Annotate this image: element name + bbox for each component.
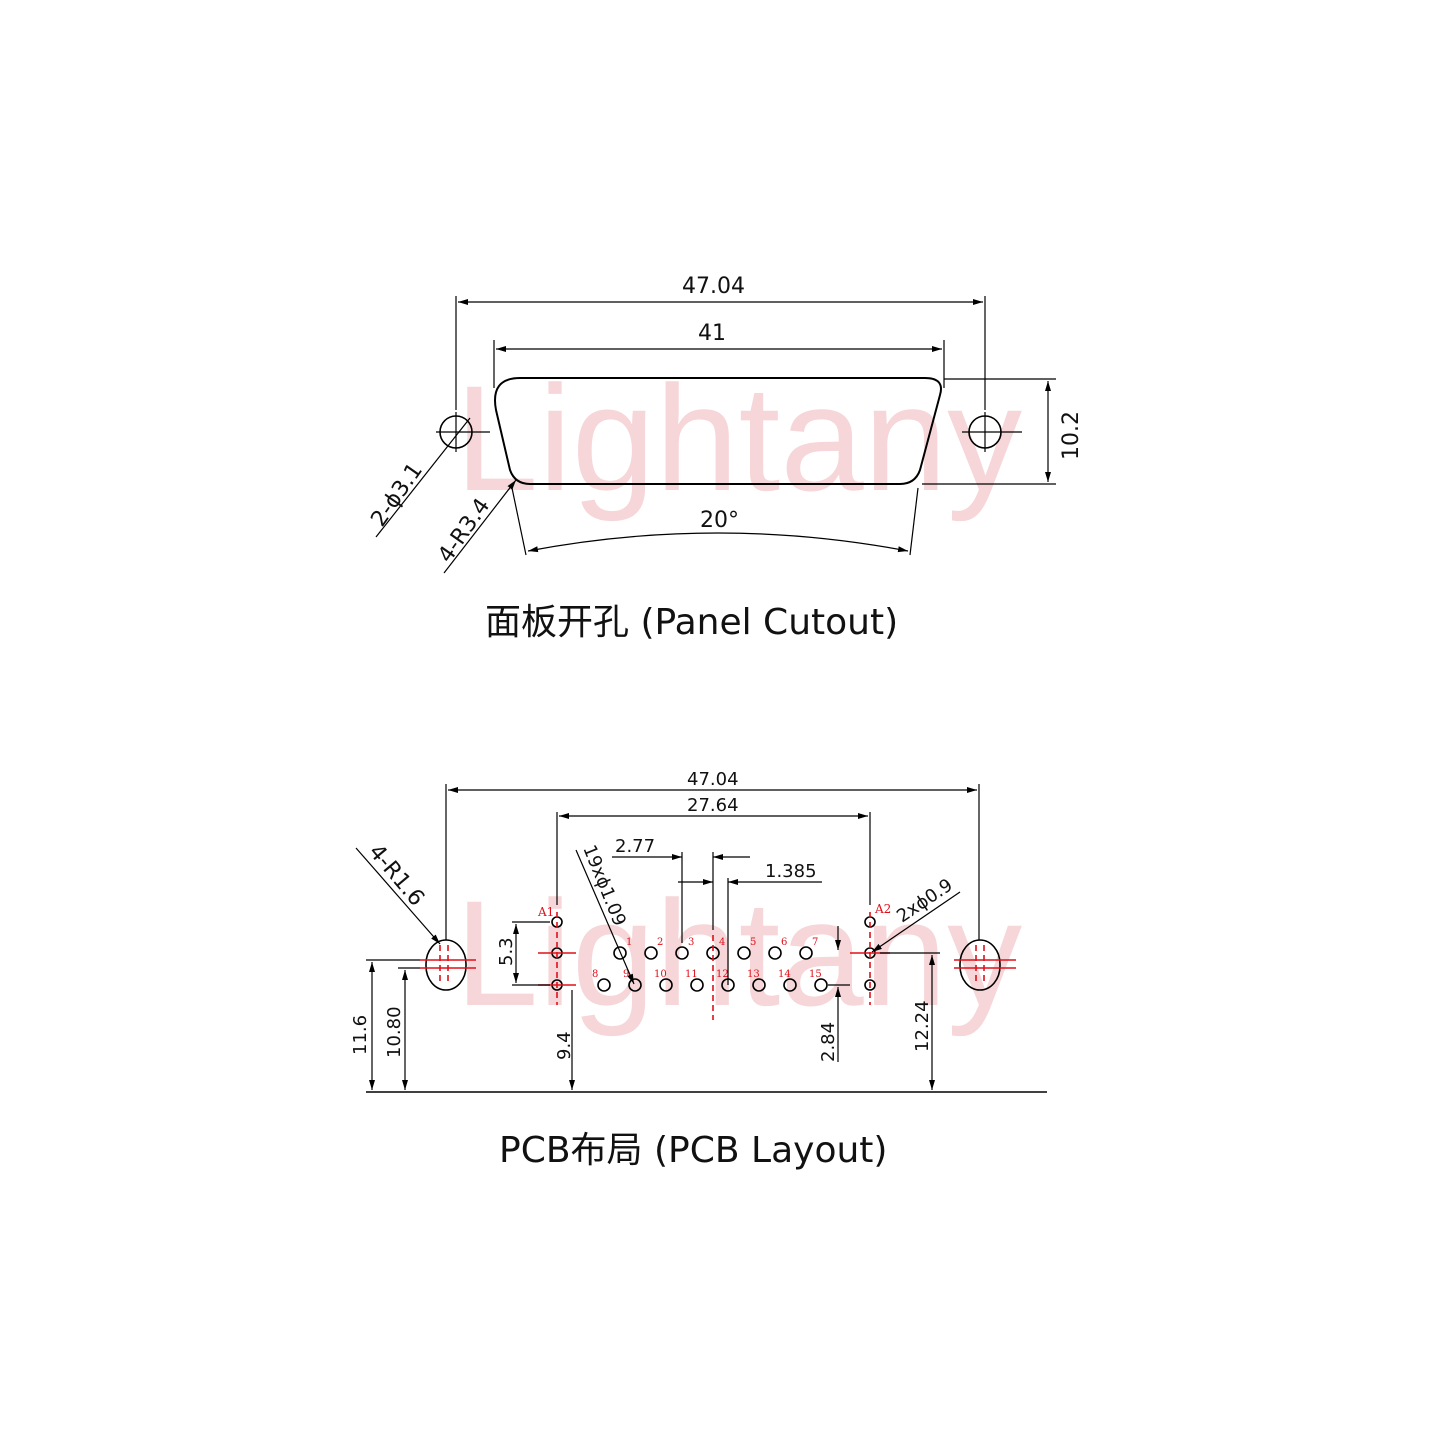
pin-label-9: 9: [623, 969, 629, 980]
pin-label-15: 15: [809, 969, 822, 980]
pcb-dim-h-9-4: 9.4: [554, 1031, 575, 1060]
pin-hole-7: [799, 946, 813, 960]
pin-label-1: 1: [626, 937, 632, 948]
pin-hole-3: [675, 946, 689, 960]
caption-pcb-layout: PCB布局 (PCB Layout): [499, 1130, 887, 1171]
pin-hole-10: [659, 978, 673, 992]
pin-hole-14: [783, 978, 797, 992]
dim-inner-width: 41: [698, 321, 726, 346]
dim-height: 10.2: [1059, 411, 1084, 460]
dim-angle-arc: [527, 532, 909, 553]
pin-hole-6: [768, 946, 782, 960]
dim-hole-diameter: 2-ϕ3.1: [366, 459, 427, 532]
pcb-dim-overall: 47.04: [687, 769, 739, 790]
pin-label-3: 3: [688, 937, 694, 948]
pcb-dim-half-pitch: 1.385: [765, 861, 817, 882]
pin-hole-13: [752, 978, 766, 992]
pin-label-7: 7: [812, 937, 818, 948]
pin-hole-9: [628, 978, 642, 992]
cutout-outline: [494, 377, 942, 485]
pcb-dim-h-12-24: 12.24: [912, 1000, 933, 1052]
pin-hole-2: [644, 946, 658, 960]
pin-label-14: 14: [778, 969, 791, 980]
pin-label-8: 8: [592, 969, 598, 980]
dim-angle: 20°: [700, 508, 739, 533]
pin-label-6: 6: [781, 937, 787, 948]
ref-a2: A2: [874, 902, 891, 916]
pcb-dim-h-2-84: 2.84: [818, 1022, 839, 1062]
pin-hole-1: [613, 946, 627, 960]
pcb-dim-corner-radius: 4-R1.6: [363, 840, 429, 911]
pcb-dim-pitch: 2.77: [615, 836, 655, 857]
pin-label-10: 10: [654, 969, 667, 980]
pcb-dim-h-10-80: 10.80: [384, 1006, 405, 1058]
caption-panel-cutout: 面板开孔 (Panel Cutout): [485, 602, 898, 643]
pcb-dim-inner: 27.64: [687, 795, 739, 816]
pin-label-11: 11: [685, 969, 698, 980]
dim-overall-width: 47.04: [682, 274, 745, 299]
ref-a1: A1: [537, 905, 554, 919]
pcb-dim-row-spacing: 5.3: [496, 937, 517, 966]
pcb-dim-h-11-6: 11.6: [350, 1015, 371, 1055]
pin-hole-15: [814, 978, 828, 992]
pin-hole-8: [597, 978, 611, 992]
pin-label-12: 12: [716, 969, 729, 980]
mount-slot-right: [959, 939, 1001, 991]
watermark-top: Lightany: [455, 354, 1022, 522]
pin-hole-11: [690, 978, 704, 992]
pin-label-13: 13: [747, 969, 760, 980]
pin-label-2: 2: [657, 937, 663, 948]
pin-label-4: 4: [719, 937, 725, 948]
pin-label-5: 5: [750, 937, 756, 948]
pin-hole-5: [737, 946, 751, 960]
